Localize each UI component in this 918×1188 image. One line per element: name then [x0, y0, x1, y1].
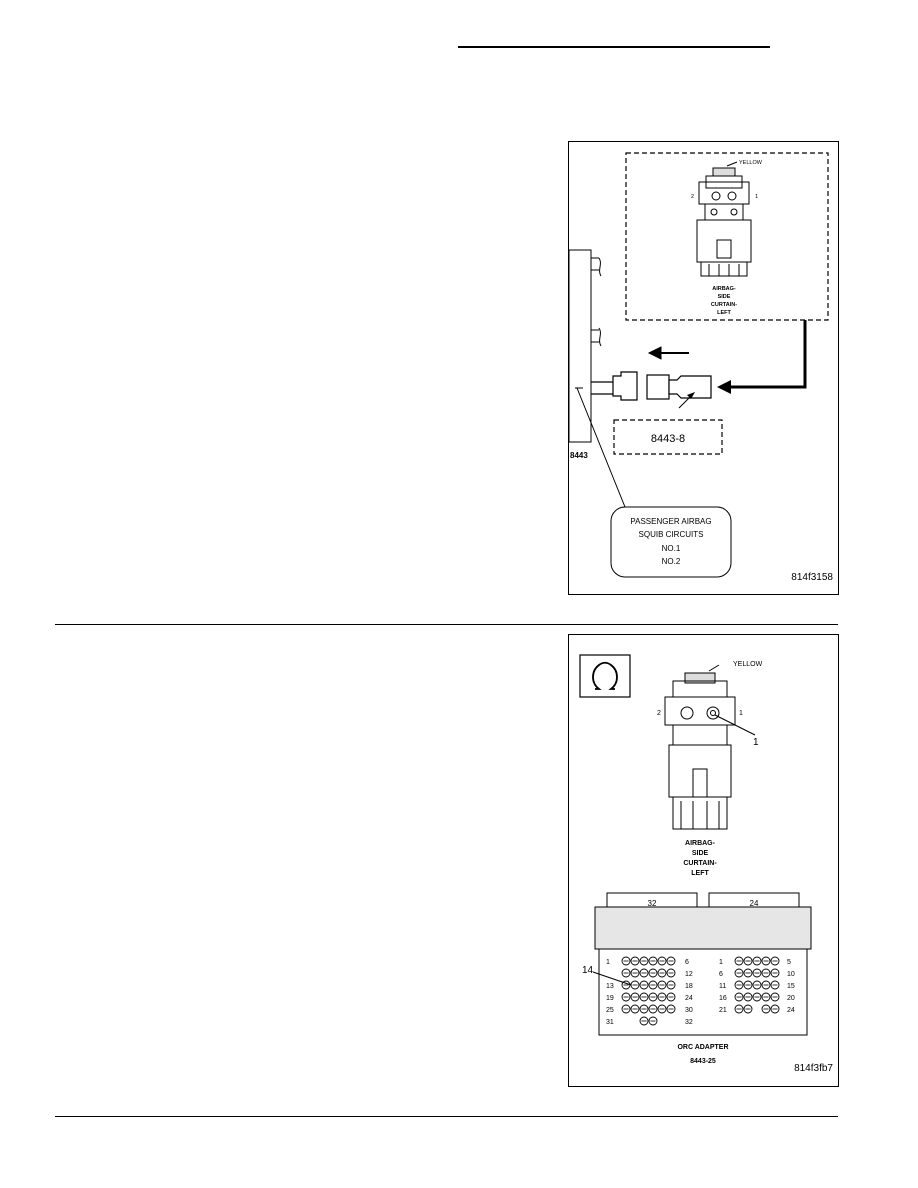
- row-start-label: 6: [719, 971, 723, 978]
- connector-color-label: YELLOW: [733, 661, 763, 668]
- connector-inset-box: [625, 152, 829, 321]
- squib-circuits-callout: [610, 506, 732, 578]
- callout-1-label: 1: [753, 737, 759, 748]
- figure-id: 814f3158: [791, 572, 833, 583]
- callout-14-leader: [592, 971, 632, 986]
- row-end-label: 15: [787, 983, 795, 990]
- callout-14-label: 14: [582, 965, 594, 976]
- row-start-label: 13: [606, 983, 614, 990]
- row-start-label: 16: [719, 995, 727, 1002]
- adapter-part: 8443-25: [690, 1058, 716, 1065]
- pin-label-right: 1: [739, 710, 743, 717]
- connector-name-line: CURTAIN-: [711, 302, 737, 308]
- connector-name-line: LEFT: [691, 870, 709, 877]
- row-start-label: 11: [719, 983, 726, 990]
- row-end-label: 24: [787, 1007, 795, 1014]
- inset-link-arrowhead: [717, 380, 731, 394]
- tool-pointer-arrowhead: [687, 392, 695, 399]
- adapter-pin-grid: [621, 956, 780, 1026]
- callout-leader-line: [576, 387, 626, 508]
- connector-name-line: SIDE: [692, 850, 709, 857]
- tool-lead-top: [591, 257, 602, 277]
- callout-line: SQUIB CIRCUITS: [639, 530, 704, 539]
- load-tool-harness: [591, 371, 712, 401]
- pin-label-left: 2: [657, 710, 661, 717]
- ohm-icon: [592, 661, 618, 690]
- connector-name-line: AIRBAG-: [712, 286, 736, 292]
- tool-8443-body: [569, 249, 592, 443]
- header-rule: [458, 46, 770, 48]
- row-start-label: 31: [606, 1019, 614, 1026]
- orc-adapter-body: [594, 892, 812, 1036]
- row-end-label: 18: [685, 983, 693, 990]
- row-end-label: 20: [787, 995, 795, 1002]
- row-end-label: 12: [685, 971, 693, 978]
- figure-airbag-load-tool: YELLOW 2 1 AIRBAG- SIDE CURTAIN- LEFT 84…: [568, 141, 839, 595]
- connector-name-line: AIRBAG-: [685, 840, 716, 847]
- row-start-label: 19: [606, 995, 614, 1002]
- tool-label: 8443: [570, 451, 588, 460]
- row-start-label: 1: [719, 959, 723, 966]
- airbag-connector-icon: [664, 664, 736, 830]
- section-divider: [55, 624, 838, 625]
- load-tool-label: 8443-8: [651, 433, 685, 445]
- row-end-label: 5: [787, 959, 791, 966]
- adapter-tab-left-label: 32: [648, 899, 657, 908]
- connector-name-line: CURTAIN-: [683, 860, 717, 867]
- figure-1-drawing: YELLOW 2 1 AIRBAG- SIDE CURTAIN- LEFT 84…: [569, 152, 833, 583]
- connector-name-line: SIDE: [718, 294, 731, 300]
- callout-line: NO.1: [662, 544, 681, 553]
- row-start-label: 25: [606, 1007, 614, 1014]
- footer-divider: [55, 1116, 838, 1117]
- tool-lead-middle: [591, 327, 602, 347]
- airbag-connector-icon: [696, 161, 752, 277]
- callout-1-leader: [714, 714, 756, 736]
- pin-label-right: 1: [755, 194, 758, 200]
- row-end-label: 6: [685, 959, 689, 966]
- figure-2-drawing: YELLOW 2 1 1 AIRBAG- SIDE CURTAIN- LEFT …: [579, 654, 833, 1074]
- connector-color-label: YELLOW: [739, 160, 763, 166]
- row-end-label: 10: [787, 971, 795, 978]
- row-start-label: 1: [606, 959, 610, 966]
- load-tool-label-box: [613, 419, 723, 455]
- figure-ohm-adapter: YELLOW 2 1 1 AIRBAG- SIDE CURTAIN- LEFT …: [568, 634, 839, 1087]
- ohmmeter-icon-box: [579, 654, 631, 698]
- adapter-tab-right-label: 24: [750, 899, 759, 908]
- direction-arrow-icon: [647, 346, 689, 360]
- adapter-name: ORC ADAPTER: [677, 1044, 728, 1051]
- row-start-label: 21: [719, 1007, 727, 1014]
- callout-line: PASSENGER AIRBAG: [630, 517, 711, 526]
- row-end-label: 32: [685, 1019, 693, 1026]
- figure-id: 814f3fb7: [794, 1063, 833, 1074]
- row-end-label: 24: [685, 995, 693, 1002]
- row-end-label: 30: [685, 1007, 693, 1014]
- connector-name-line: LEFT: [717, 310, 731, 316]
- callout-line: NO.2: [662, 557, 681, 566]
- pin-label-left: 2: [691, 194, 694, 200]
- inset-link-arrow-icon: [729, 320, 807, 389]
